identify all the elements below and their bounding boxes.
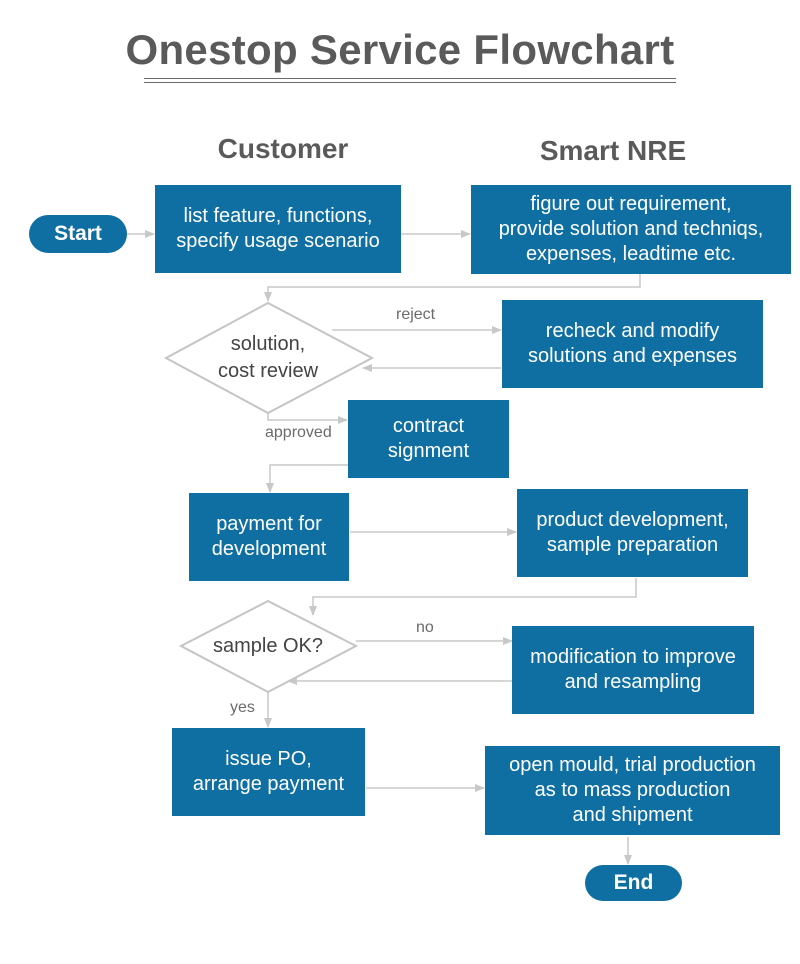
title-underline (144, 78, 676, 79)
arrow-product-to-sample (309, 578, 637, 616)
edge-label-no: no (416, 619, 434, 636)
step-payment-development: payment for development (189, 493, 349, 581)
step-open-mould: open mould, trial production as to mass … (485, 746, 780, 835)
step-list-features: list feature, functions, specify usage s… (155, 185, 401, 273)
edge-label-yes: yes (230, 699, 255, 716)
arrow-review-approved (267, 414, 348, 424)
column-heading-vendor: Smart NRE (539, 135, 687, 166)
step-figure-out-requirement: figure out requirement, provide solution… (471, 185, 791, 274)
start-terminal: Start (29, 215, 127, 253)
edge-label-approved: approved (265, 424, 332, 441)
arrow-figure-to-review (264, 274, 641, 302)
step-product-development: product development, sample preparation (517, 489, 748, 577)
arrow-contract-to-payment (266, 464, 348, 493)
end-terminal: End (585, 865, 682, 901)
decision-review-shape (163, 301, 375, 415)
title-underline-second (144, 82, 676, 83)
step-recheck-modify: recheck and modify solutions and expense… (502, 300, 763, 388)
page-title: Onestop Service Flowchart (125, 26, 675, 73)
decision-review-text: solution, cost review (217, 333, 319, 382)
column-heading-customer: Customer (217, 133, 349, 164)
decision-sample-text: sample OK? (212, 634, 324, 657)
step-issue-po: issue PO, arrange payment (172, 728, 365, 816)
step-contract-signment: contract signment (348, 400, 509, 478)
decision-sample-shape (178, 599, 359, 694)
edge-label-reject: reject (396, 306, 436, 323)
step-modification-resampling: modification to improve and resampling (512, 626, 754, 714)
